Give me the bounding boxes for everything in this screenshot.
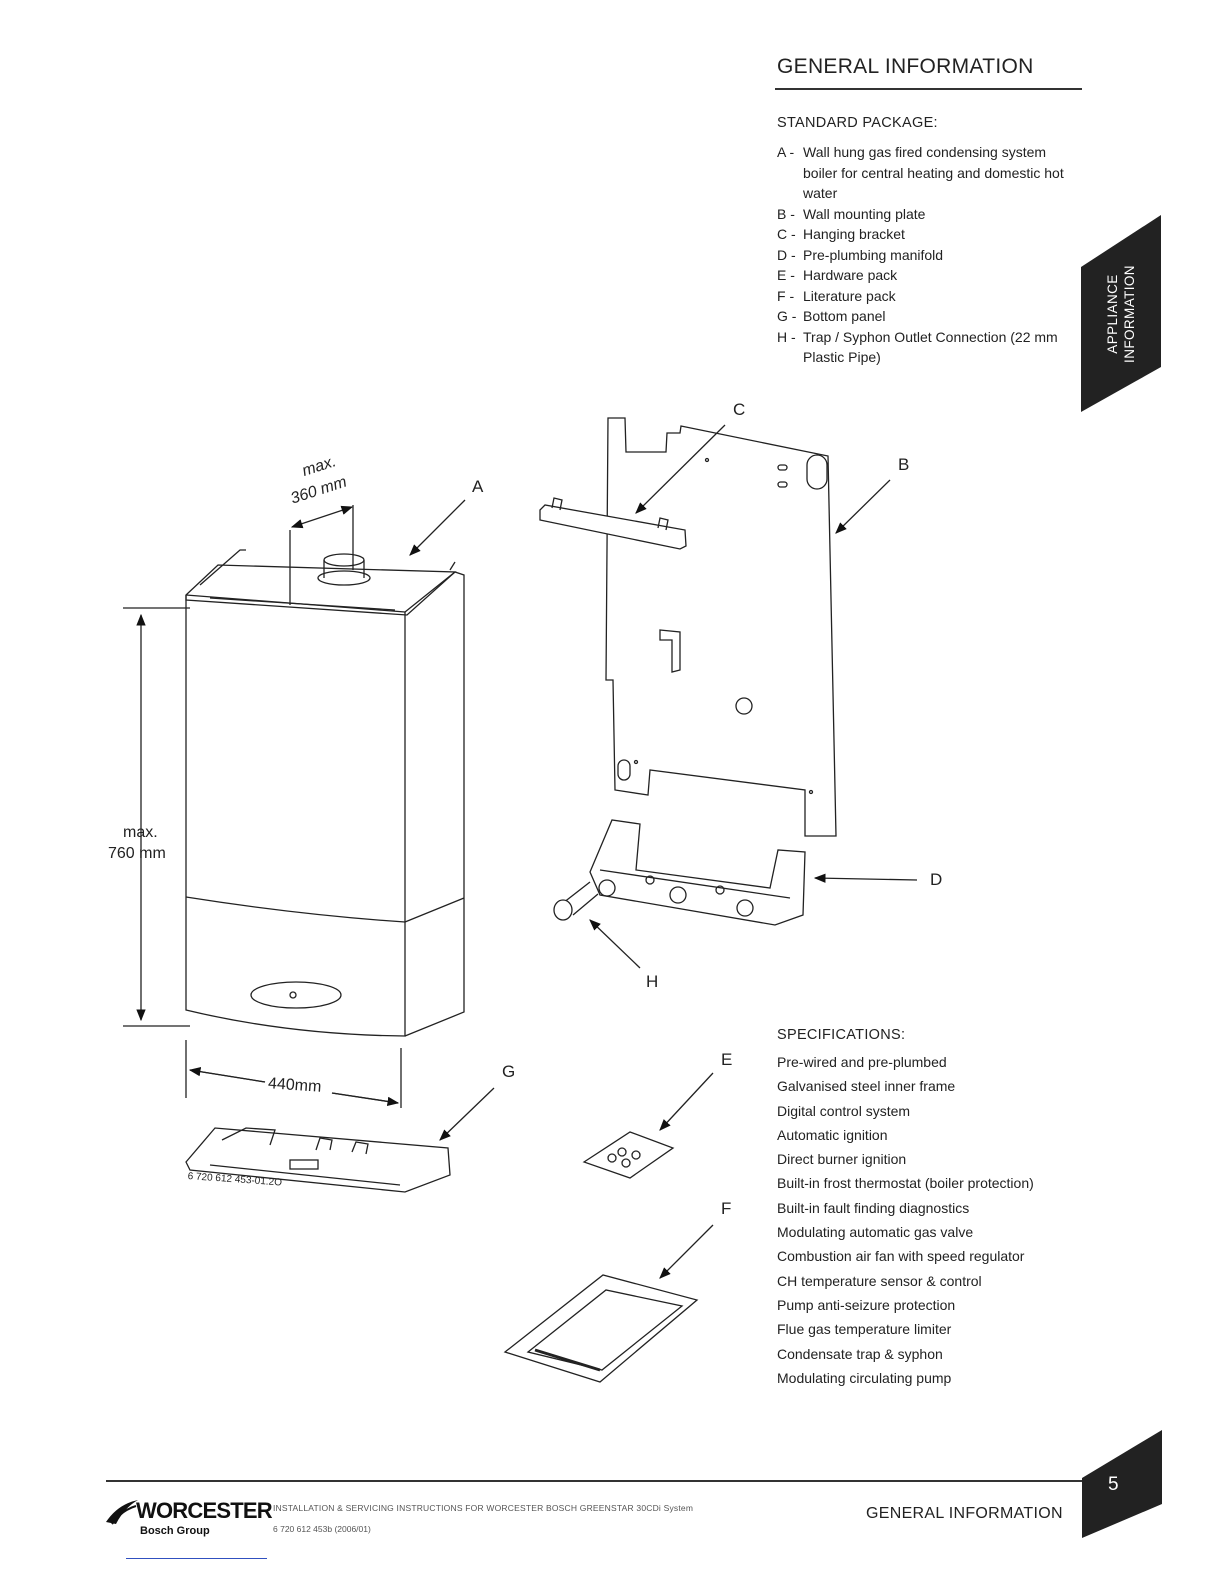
list-item: Galvanised steel inner frame	[777, 1078, 956, 1095]
hardware-pack-drawing	[582, 1131, 675, 1179]
list-item: Built-in fault finding diagnostics	[777, 1199, 970, 1216]
package-diagram	[123, 417, 918, 1383]
standard-package-heading: STANDARD PACKAGE:	[777, 115, 938, 131]
brand-subtitle: Bosch Group	[140, 1525, 210, 1537]
boiler-drawing	[185, 549, 465, 1037]
list-item: Pump anti-seizure protection	[777, 1296, 956, 1313]
worcester-logo-icon	[106, 1500, 138, 1525]
link-underline	[126, 1558, 267, 1559]
list-item: Pre-wired and pre-plumbed	[777, 1054, 947, 1070]
list-item: CH temperature sensor & control	[777, 1272, 982, 1289]
appliance-information-tab[interactable]	[1081, 215, 1161, 412]
list-item: Automatic ignition	[777, 1126, 888, 1143]
list-item: C -Hanging bracket	[777, 226, 905, 242]
page-number-tab	[1082, 1430, 1162, 1538]
dim-width-value: 440mm	[267, 1075, 322, 1096]
list-item: G -Bottom panel	[777, 308, 886, 324]
list-item: Direct burner ignition	[777, 1151, 907, 1168]
specifications-list: Pre-wired and pre-plumbed Galvanised ste…	[777, 1050, 1034, 1390]
bottom-panel-drawing	[185, 1127, 451, 1193]
list-item: Modulating automatic gas valve	[777, 1224, 974, 1241]
list-item: Combustion air fan with speed regulator	[777, 1248, 1025, 1265]
callout-a: A	[472, 477, 484, 496]
list-item: E -Hardware pack	[777, 267, 898, 283]
list-item: D -Pre-plumbing manifold	[777, 246, 944, 263]
manifold-drawing	[553, 819, 806, 926]
footer-divider	[106, 1480, 1086, 1482]
callout-b: B	[898, 455, 910, 474]
callout-d: D	[930, 870, 943, 889]
list-item: H -Trap / Syphon Outlet Connection (22 m…	[777, 328, 1058, 366]
dim-height-max: max.	[123, 824, 158, 841]
page-number: 5	[1108, 1474, 1119, 1495]
list-item: B -Wall mounting plate	[777, 205, 926, 222]
callout-c: C	[733, 400, 746, 419]
brand-name: WORCESTER	[136, 1498, 273, 1523]
list-item: Flue gas temperature limiter	[777, 1321, 952, 1338]
hanging-bracket-drawing	[539, 497, 687, 550]
wall-plate-drawing	[605, 417, 837, 837]
footer-section-title: GENERAL INFORMATION	[866, 1505, 1063, 1522]
list-item: F -Literature pack	[777, 287, 896, 304]
specifications-heading: SPECIFICATIONS:	[777, 1027, 906, 1043]
standard-package-list: A -Wall hung gas fired condensing system…	[777, 142, 1077, 368]
document-title: INSTALLATION & SERVICING INSTRUCTIONS FO…	[273, 1503, 694, 1513]
callout-g: G	[502, 1062, 516, 1081]
list-item: Condensate trap & syphon	[777, 1345, 943, 1362]
callout-f: F	[721, 1199, 732, 1218]
title-divider	[775, 88, 1082, 90]
list-item: Modulating circulating pump	[777, 1369, 952, 1386]
literature-pack-drawing	[503, 1274, 699, 1383]
document-number: 6 720 612 453b (2006/01)	[273, 1524, 371, 1534]
page-section-title: GENERAL INFORMATION	[777, 55, 1034, 78]
list-item: Digital control system	[777, 1102, 911, 1119]
callout-e: E	[721, 1050, 733, 1069]
list-item: Built-in frost thermostat (boiler protec…	[777, 1175, 1034, 1192]
callout-h: H	[646, 972, 659, 991]
list-item: A -Wall hung gas fired condensing system…	[777, 144, 1064, 201]
dim-height-value: 760 mm	[108, 845, 166, 862]
